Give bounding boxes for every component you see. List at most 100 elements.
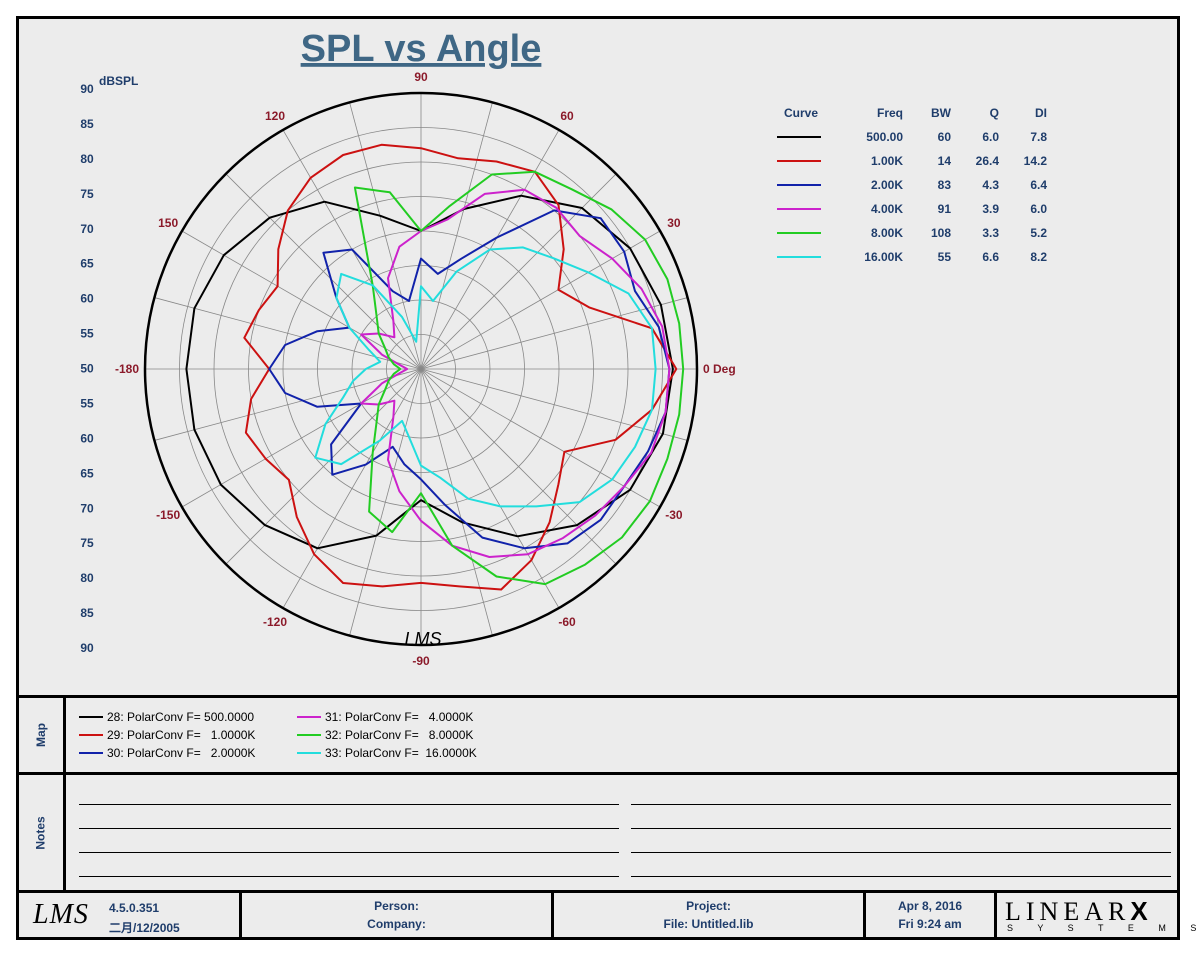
map-swatch [79, 752, 103, 754]
map-notes-divider [19, 772, 1177, 775]
radial-tick-label: 85 [80, 606, 94, 620]
grid-spoke [154, 297, 688, 441]
radial-unit-label: dBSPL [99, 74, 138, 88]
company-label: Company: [367, 917, 426, 931]
radial-tick-label: 75 [80, 536, 94, 550]
note-line[interactable] [631, 876, 1171, 877]
radial-tick-label: 90 [80, 82, 94, 96]
brand-x: X [1130, 896, 1153, 926]
curve-4.00K [360, 188, 671, 558]
table-cell: 4.00K [871, 202, 903, 216]
map-section: Map 28: PolarConv F= 500.0000 29: PolarC… [19, 698, 1177, 772]
footer-person-cell: Person: Company: [242, 893, 551, 937]
curve-500.00 [185, 194, 674, 550]
radial-tick-label: 55 [80, 327, 94, 341]
footer-divider [551, 893, 554, 937]
lms-logo: LMS [33, 899, 89, 930]
map-swatch [297, 752, 321, 754]
map-item-31: 31: PolarConv F= 4.0000K [297, 710, 473, 724]
footer: LMS 4.5.0.351 二月/12/2005 Person: Company… [19, 893, 1196, 937]
table-cell: 6.4 [1030, 178, 1047, 192]
note-line[interactable] [631, 852, 1171, 853]
map-item-32: 32: PolarConv F= 8.0000K [297, 728, 473, 742]
note-line[interactable] [631, 828, 1171, 829]
table-cell: 6.0 [1030, 202, 1047, 216]
angle-label: -90 [412, 654, 430, 668]
note-line[interactable] [79, 804, 619, 805]
angle-label: 60 [560, 109, 574, 123]
angle-label: 30 [667, 216, 681, 230]
table-cell: 8.00K [871, 226, 903, 240]
table-cell: 26.4 [976, 154, 1000, 168]
time-text: Fri 9:24 am [898, 917, 962, 931]
version-text: 4.5.0.351 [109, 901, 160, 915]
brand-text: LINEAR [1005, 897, 1131, 926]
note-line[interactable] [79, 828, 619, 829]
outer-ring [143, 91, 699, 647]
radial-tick-label: 70 [80, 501, 94, 515]
footer-divider [994, 893, 997, 937]
radial-tick-label: 70 [80, 222, 94, 236]
table-cell: 14.2 [1024, 154, 1048, 168]
radial-tick-label: 80 [80, 571, 94, 585]
version-date: 二月/12/2005 [109, 921, 180, 935]
map-item-28: 28: PolarConv F= 500.0000 [79, 710, 254, 724]
table-header: BW [931, 106, 952, 120]
angle-label: 120 [265, 109, 285, 123]
angle-label: 90 [414, 70, 428, 84]
map-label-divider [63, 698, 66, 772]
map-item-33: 33: PolarConv F= 16.0000K [297, 746, 477, 760]
table-cell: 1.00K [871, 154, 903, 168]
curve-2.00K [268, 209, 671, 550]
radial-tick-label: 65 [80, 466, 94, 480]
note-line[interactable] [79, 876, 619, 877]
angle-label: -180 [115, 362, 139, 376]
notes-footer-divider [19, 890, 1177, 893]
curve-16.00K [314, 246, 657, 508]
map-swatch [79, 716, 103, 718]
table-cell: 55 [938, 250, 952, 264]
footer-divider [239, 893, 242, 937]
table-cell: 3.9 [982, 202, 999, 216]
table-cell: 91 [938, 202, 952, 216]
notes-label-divider [63, 775, 66, 890]
map-swatch [79, 734, 103, 736]
table-cell: 4.3 [982, 178, 999, 192]
table-cell: 2.00K [871, 178, 903, 192]
map-item-29: 29: PolarConv F= 1.0000K [79, 728, 255, 742]
table-cell: 8.2 [1030, 250, 1047, 264]
table-cell: 5.2 [1030, 226, 1047, 240]
table-header: Q [990, 106, 999, 120]
project-label: Project: [686, 899, 731, 913]
radial-tick-label: 60 [80, 431, 94, 445]
map-swatch [297, 716, 321, 718]
table-cell: 60 [938, 130, 952, 144]
angle-label: -150 [156, 508, 180, 522]
table-cell: 108 [931, 226, 951, 240]
table-header: Curve [784, 106, 818, 120]
table-cell: 3.3 [982, 226, 999, 240]
angle-label: -120 [263, 615, 287, 629]
table-cell: 6.0 [982, 130, 999, 144]
footer-logo-cell: LMS 4.5.0.351 二月/12/2005 [19, 893, 239, 937]
footer-date-cell: Apr 8, 2016 Fri 9:24 am [866, 893, 994, 937]
notes-side-label: Notes [34, 815, 48, 850]
angle-label: -30 [665, 508, 683, 522]
radial-tick-label: 60 [80, 292, 94, 306]
table-cell: 16.00K [864, 250, 903, 264]
person-label: Person: [374, 899, 419, 913]
note-line[interactable] [79, 852, 619, 853]
file-label: File: Untitled.lib [663, 917, 754, 931]
radial-tick-label: 50 [80, 362, 94, 376]
map-side-label: Map [34, 723, 48, 747]
angle-label: 150 [158, 216, 178, 230]
map-swatch [297, 734, 321, 736]
chart-map-divider [19, 695, 1177, 698]
footer-project-cell: Project: File: Untitled.lib [554, 893, 863, 937]
note-line[interactable] [631, 804, 1171, 805]
linearx-logo: LINEARX S Y S T E M S [997, 893, 1196, 937]
